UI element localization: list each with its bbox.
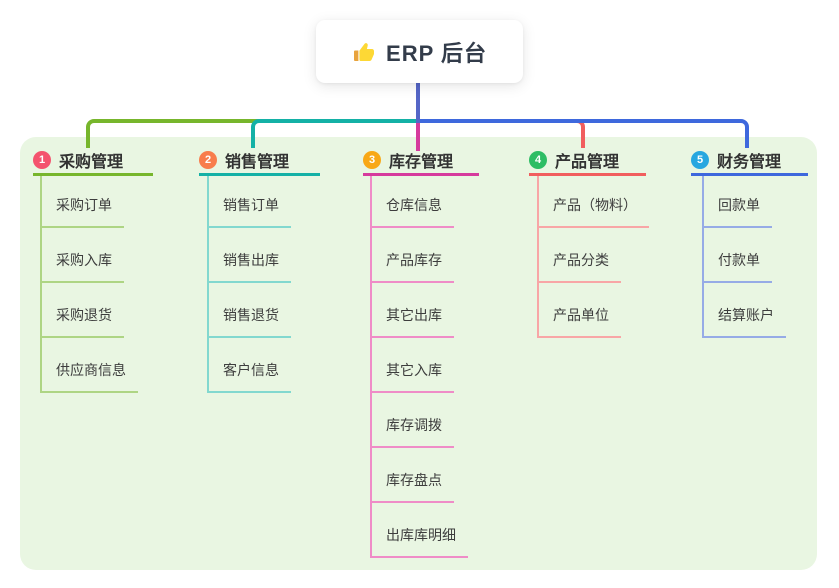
topic-node[interactable]: 其它入库: [370, 338, 454, 393]
badge-3: 3: [363, 151, 381, 169]
branch-header-sales[interactable]: 2 销售管理: [199, 147, 320, 176]
branch-label: 销售管理: [225, 154, 290, 171]
topic-node[interactable]: 产品分类: [537, 228, 621, 283]
branch-header-inventory[interactable]: 3 库存管理: [363, 147, 479, 176]
branch-items-product: 产品（物料） 产品分类 产品单位: [537, 176, 649, 338]
branch-header-purchase[interactable]: 1 采购管理: [33, 147, 153, 176]
branch-label: 库存管理: [389, 154, 454, 171]
branch-items-inventory: 仓库信息 产品库存 其它出库 其它入库 库存调拨 库存盘点 出库库明细: [370, 176, 468, 558]
topic-label: 产品单位: [553, 307, 609, 323]
topic-label: 结算账户: [718, 307, 774, 323]
topic-label: 产品（物料）: [553, 197, 637, 213]
branch-items-finance: 回款单 付款单 结算账户: [702, 176, 786, 338]
root-trunk-line: [416, 83, 420, 123]
topic-label: 付款单: [718, 252, 760, 268]
topic-label: 采购退货: [56, 307, 112, 323]
topic-label: 出库库明细: [386, 527, 456, 543]
badge-1: 1: [33, 151, 51, 169]
branch-items-sales: 销售订单 销售出库 销售退货 客户信息: [207, 176, 291, 393]
topic-node[interactable]: 供应商信息: [40, 338, 138, 393]
branch-label: 产品管理: [555, 154, 620, 171]
badge-2: 2: [199, 151, 217, 169]
badge-5: 5: [691, 151, 709, 169]
topic-node[interactable]: 库存盘点: [370, 448, 454, 503]
root-node-erp[interactable]: ERP 后台: [316, 20, 523, 83]
topic-label: 仓库信息: [386, 197, 442, 213]
branch-items-purchase: 采购订单 采购入库 采购退货 供应商信息: [40, 176, 138, 393]
topic-node[interactable]: 仓库信息: [370, 176, 454, 228]
topic-label: 销售退货: [223, 307, 279, 323]
topic-label: 库存调拨: [386, 417, 442, 433]
topic-label: 采购订单: [56, 197, 112, 213]
connector-sales-line: [251, 119, 420, 148]
topic-node[interactable]: 销售退货: [207, 283, 291, 338]
topic-label: 产品分类: [553, 252, 609, 268]
branch-label: 采购管理: [59, 154, 124, 171]
topic-label: 库存盘点: [386, 472, 442, 488]
topic-node[interactable]: 付款单: [702, 228, 772, 283]
topic-label: 销售订单: [223, 197, 279, 213]
topic-node[interactable]: 销售订单: [207, 176, 291, 228]
topic-label: 供应商信息: [56, 362, 126, 378]
connector-inventory-line: [416, 123, 420, 151]
branch-label: 财务管理: [717, 154, 782, 171]
topic-label: 其它入库: [386, 362, 442, 378]
topic-node[interactable]: 客户信息: [207, 338, 291, 393]
topic-node[interactable]: 采购入库: [40, 228, 124, 283]
topic-node[interactable]: 库存调拨: [370, 393, 454, 448]
topic-node[interactable]: 采购订单: [40, 176, 124, 228]
topic-label: 产品库存: [386, 252, 442, 268]
topic-node[interactable]: 产品单位: [537, 283, 621, 338]
connector-finance-line: [418, 119, 749, 148]
topic-node[interactable]: 回款单: [702, 176, 772, 228]
branch-header-product[interactable]: 4 产品管理: [529, 147, 646, 176]
topic-node[interactable]: 产品（物料）: [537, 176, 649, 228]
branch-header-finance[interactable]: 5 财务管理: [691, 147, 808, 176]
topic-node[interactable]: 其它出库: [370, 283, 454, 338]
root-node-title: ERP 后台: [386, 40, 487, 66]
topic-label: 其它出库: [386, 307, 442, 323]
topic-label: 采购入库: [56, 252, 112, 268]
topic-node[interactable]: 采购退货: [40, 283, 124, 338]
topic-label: 回款单: [718, 197, 760, 213]
topic-node[interactable]: 销售出库: [207, 228, 291, 283]
thumbs-up-icon: [352, 40, 376, 64]
topic-node[interactable]: 出库库明细: [370, 503, 468, 558]
topic-label: 客户信息: [223, 362, 279, 378]
badge-4: 4: [529, 151, 547, 169]
topic-label: 销售出库: [223, 252, 279, 268]
branches-panel: [20, 137, 817, 570]
topic-node[interactable]: 产品库存: [370, 228, 454, 283]
topic-node[interactable]: 结算账户: [702, 283, 786, 338]
